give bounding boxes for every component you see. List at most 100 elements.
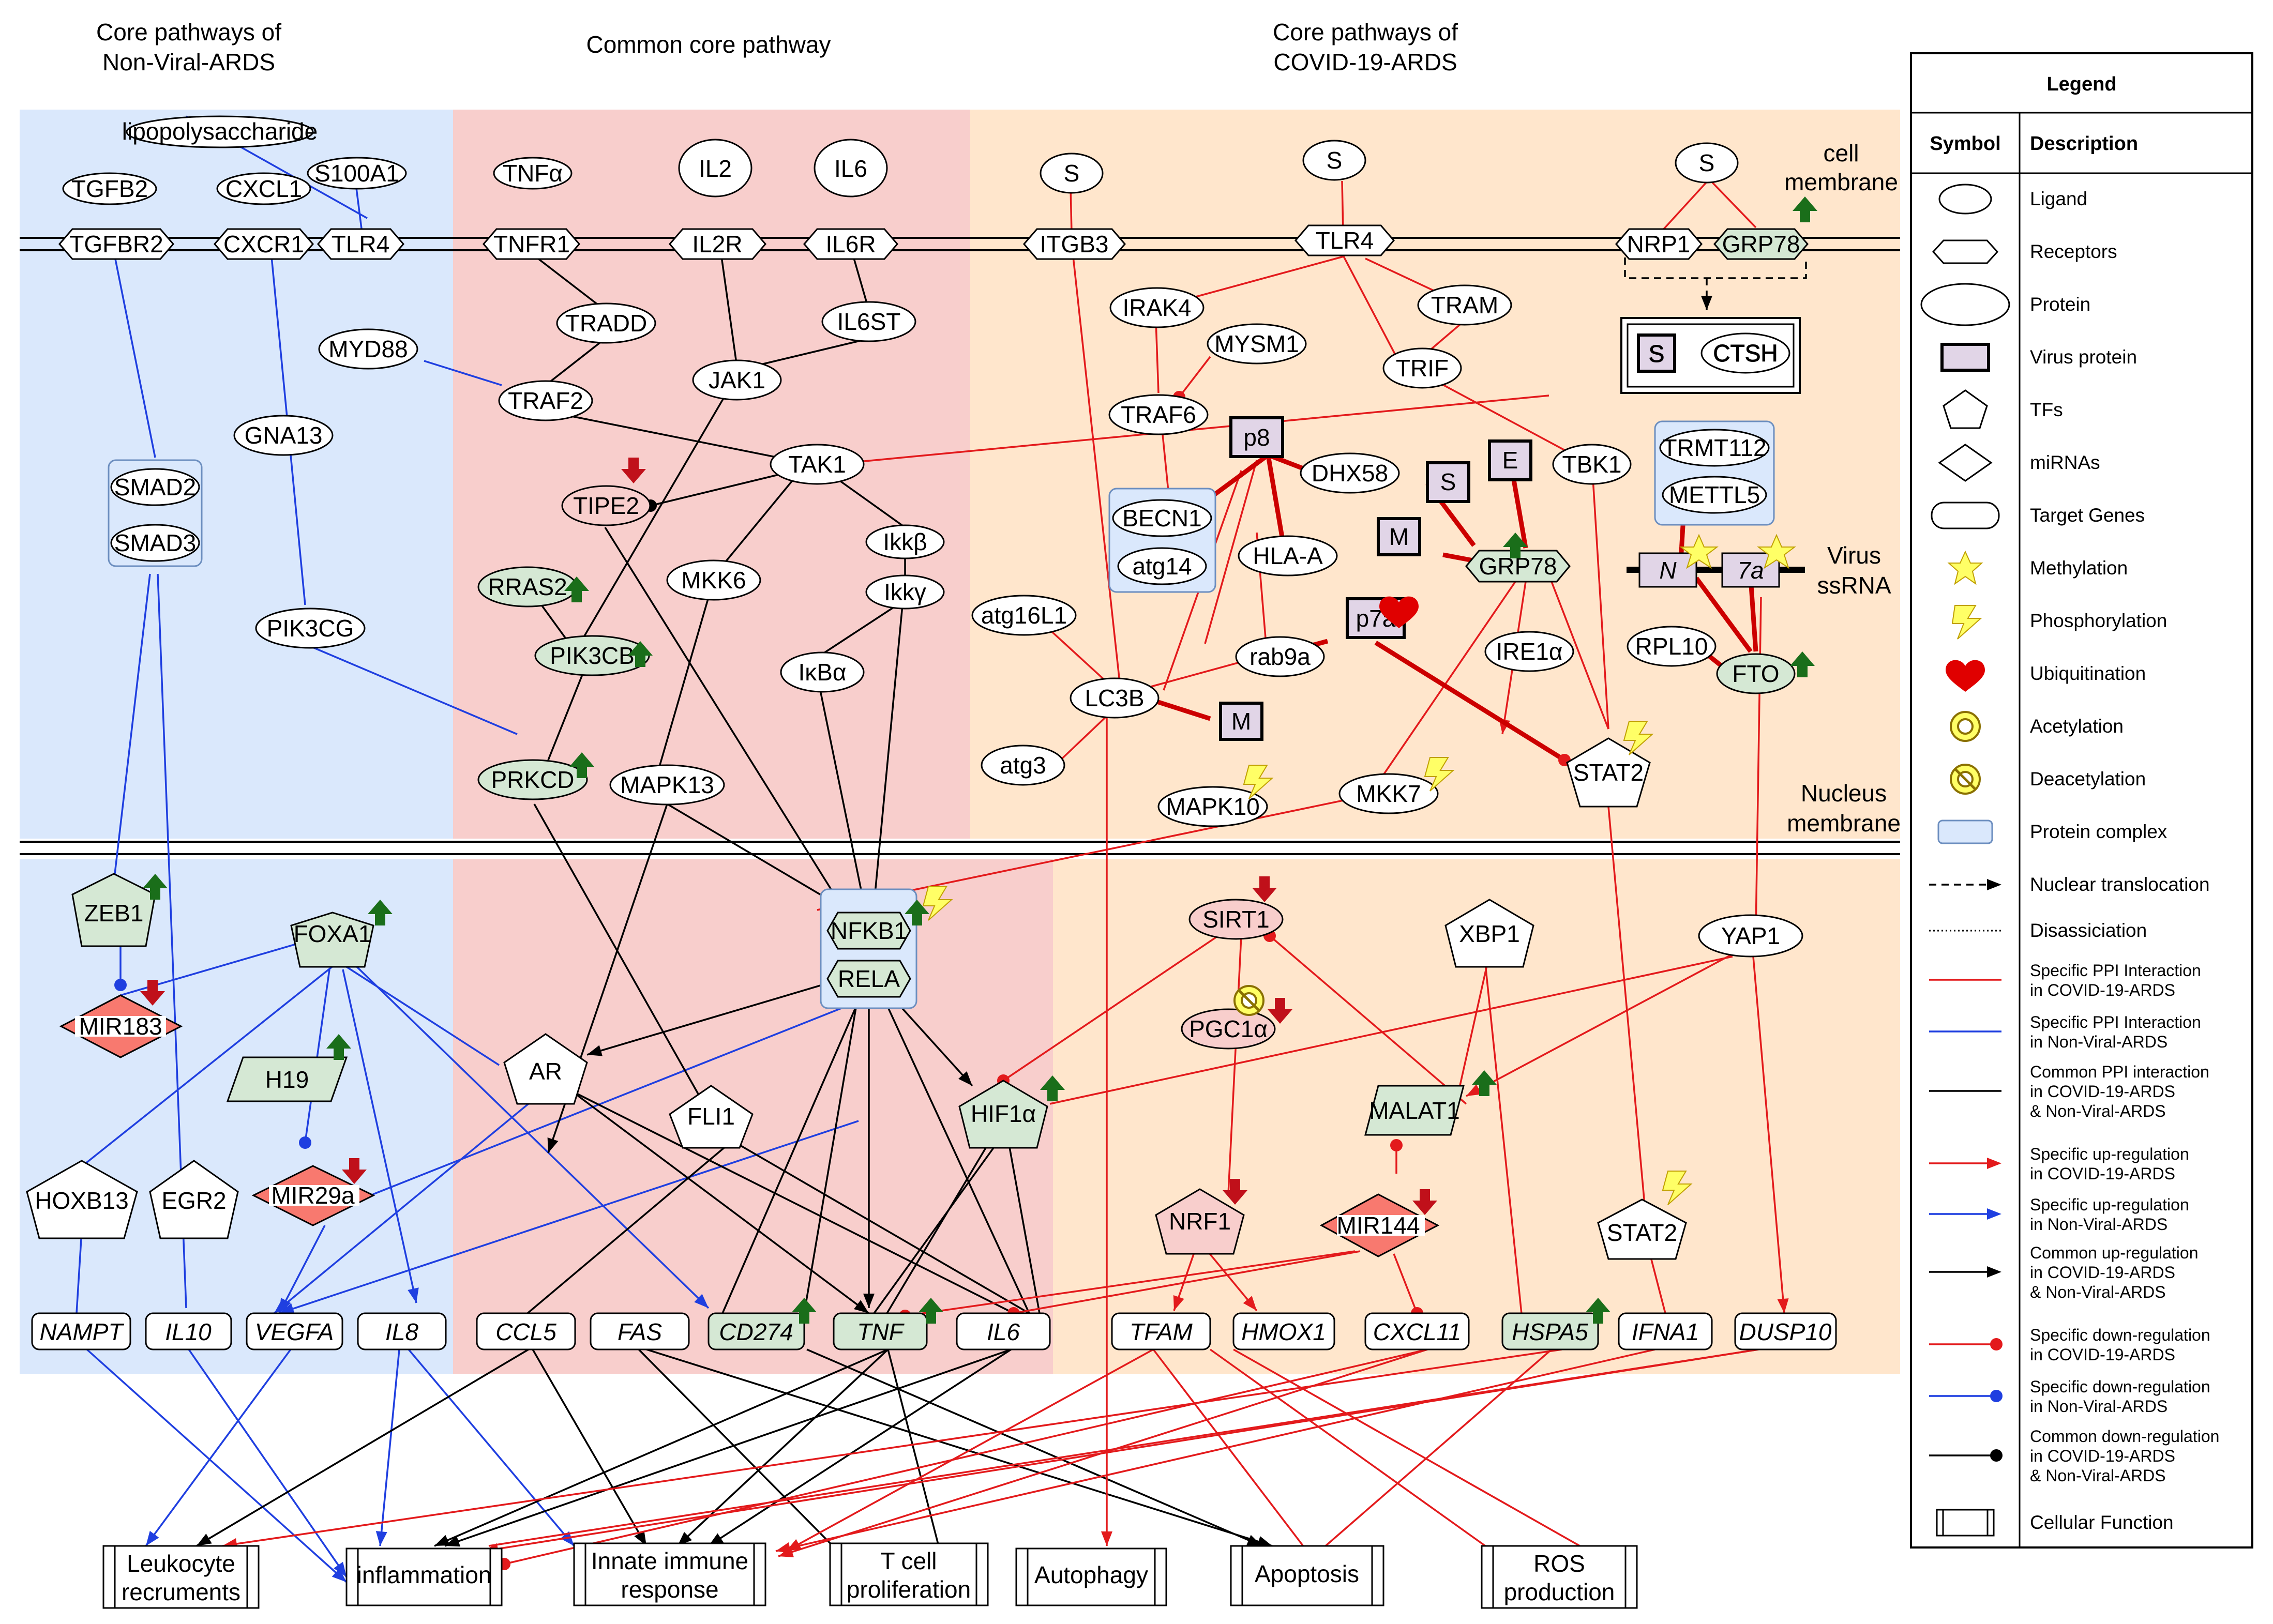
receptors: TGFBR2 CXCR1 TLR4 TNFR1 IL2R IL6R ITGB3 …	[58, 224, 1809, 260]
legend-title: Legend	[2046, 73, 2116, 95]
egr2-tf: EGR2	[149, 1160, 239, 1239]
n-virus-protein: N	[1638, 552, 1697, 588]
svg-text:lipopolysaccharide: lipopolysaccharide	[122, 118, 318, 145]
svg-text:S: S	[1440, 468, 1456, 495]
svg-text:production: production	[1504, 1579, 1615, 1605]
tipe2-protein: TIPE2	[561, 485, 651, 526]
fli1-tf: FLI1	[669, 1085, 754, 1149]
svg-text:Apoptosis: Apoptosis	[1255, 1560, 1359, 1587]
tram-protein: TRAM	[1417, 284, 1512, 326]
legend-row-text: & Non-Viral-ARDS	[2030, 1466, 2166, 1485]
svg-text:atg14: atg14	[1132, 553, 1192, 580]
legend-row-text: Deacetylation	[2030, 768, 2146, 790]
svg-text:TRAM: TRAM	[1431, 292, 1498, 318]
svg-text:RRAS2: RRAS2	[488, 573, 567, 600]
covid-down-dot-icon	[1929, 1338, 2003, 1350]
svg-text:FAS: FAS	[618, 1318, 662, 1345]
ar-tf: AR	[503, 1033, 588, 1105]
svg-text:SIRT1: SIRT1	[1202, 906, 1270, 933]
legend-row: Disassiciation	[1929, 920, 2147, 941]
mkk7-protein: MKK7	[1338, 773, 1439, 814]
hla-a-protein: HLA-A	[1238, 535, 1338, 576]
svg-text:HOXB13: HOXB13	[35, 1187, 129, 1214]
svg-text:MYSM1: MYSM1	[1214, 330, 1299, 357]
mapk13-protein: MAPK13	[609, 764, 725, 806]
down-arrow-icon	[140, 458, 1437, 1215]
tak1-protein: TAK1	[770, 444, 865, 485]
regulation-marks	[140, 196, 1817, 1324]
nonviral-up-arrow-icon	[1929, 1208, 2001, 1220]
hmox1-gene: HMOX1	[1232, 1312, 1335, 1350]
il8-gene: IL8	[357, 1312, 447, 1350]
legend-row-text: TFs	[2030, 399, 2063, 420]
h19-lncrna: H19	[226, 1056, 348, 1102]
svg-text:H19: H19	[265, 1066, 309, 1093]
nucleus-membrane-label-line2: membrane	[1787, 810, 1901, 837]
svg-text:TLR4: TLR4	[332, 231, 389, 257]
e-virus-protein: E	[1488, 439, 1532, 481]
common-header: Common core pathway	[586, 31, 831, 58]
legend-row-text: Cellular Function	[2030, 1512, 2174, 1533]
legend-row-text: in Non-Viral-ARDS	[2030, 1033, 2167, 1051]
receptor-hexagon-icon	[1932, 239, 1999, 264]
svg-text:RPL10: RPL10	[1635, 633, 1708, 660]
stat2-tf-bottom: STAT2	[1597, 1198, 1687, 1260]
svg-text:NAMPT: NAMPT	[40, 1318, 125, 1345]
il2-ligand: IL2	[678, 139, 752, 198]
svg-text:TRAF6: TRAF6	[1121, 401, 1196, 428]
svg-text:MKK7: MKK7	[1356, 780, 1421, 807]
svg-text:Autophagy: Autophagy	[1034, 1561, 1148, 1588]
legend-row-text: Common down-regulation	[2030, 1427, 2219, 1446]
mir183-mirna: MIR183	[59, 994, 183, 1058]
svg-text:MAPK10: MAPK10	[1166, 793, 1260, 820]
svg-text:TRIF: TRIF	[1396, 355, 1449, 382]
nfkb1-rela-complex: NFKB1 RELA	[820, 888, 917, 1009]
svg-text:S: S	[1064, 160, 1080, 187]
svg-text:inflammation: inflammation	[357, 1561, 492, 1588]
svg-text:T cell: T cell	[880, 1547, 937, 1574]
svg-text:IL2: IL2	[699, 155, 732, 182]
svg-text:HIF1α: HIF1α	[971, 1100, 1036, 1127]
common-down-dot-icon	[1929, 1449, 2003, 1462]
svg-text:FLI1: FLI1	[687, 1103, 735, 1130]
edges	[73, 115, 1807, 1583]
svg-text:TLR4: TLR4	[1316, 227, 1374, 254]
svg-text:N: N	[1659, 557, 1677, 584]
apoptosis-function: Apoptosis	[1230, 1545, 1384, 1606]
tlr4-receptor-covid: TLR4	[1294, 224, 1395, 256]
svg-text:TFAM: TFAM	[1130, 1318, 1193, 1345]
legend-row-text: Ubiquitination	[2030, 663, 2146, 684]
legend-row-text: Nuclear translocation	[2030, 874, 2210, 895]
svg-text:TGFBR2: TGFBR2	[69, 231, 163, 257]
mir29a-mirna: MIR29a	[251, 1165, 375, 1226]
svg-text:NFKB1: NFKB1	[831, 917, 907, 944]
svg-text:LC3B: LC3B	[1085, 685, 1144, 711]
svg-text:AR: AR	[529, 1058, 562, 1085]
svg-text:TAK1: TAK1	[788, 451, 846, 478]
svg-text:TRAF2: TRAF2	[508, 387, 583, 414]
nucleus-membrane-label-line1: Nucleus	[1801, 780, 1887, 807]
svg-text:TRMT112: TRMT112	[1662, 434, 1766, 461]
svg-text:ZEB1: ZEB1	[84, 900, 143, 927]
cd274-gene: CD274	[708, 1312, 805, 1350]
ikkg-protein: Ikkγ	[865, 574, 945, 610]
methylation-star-icon	[1679, 534, 1796, 569]
stat2-tf-top: STAT2	[1566, 737, 1651, 808]
legend-row-text: Specific down-regulation	[2030, 1377, 2210, 1396]
svg-text:MKK6: MKK6	[681, 567, 746, 594]
cxcl1-ligand: CXCL1	[216, 172, 311, 205]
svg-text:ITGB3: ITGB3	[1040, 231, 1109, 257]
phosphorylation-bolt-icon	[1951, 605, 1982, 640]
methylation-star-icon	[1947, 550, 1983, 585]
acetylation-ring-icon	[1950, 711, 1981, 742]
dhx58-protein: DHX58	[1300, 452, 1400, 494]
legend: Legend Symbol Description LigandReceptor…	[1910, 52, 2253, 1549]
svg-text:IL2R: IL2R	[692, 231, 742, 257]
transcription-factors: STAT2 ZEB1 FOXA1 HOXB13 EGR2 AR FLI1 HIF…	[26, 737, 1687, 1260]
svg-text:recruments: recruments	[122, 1579, 240, 1605]
non-viral-header-line2: Non-Viral-ARDS	[102, 49, 275, 75]
hoxb13-tf: HOXB13	[26, 1160, 138, 1239]
